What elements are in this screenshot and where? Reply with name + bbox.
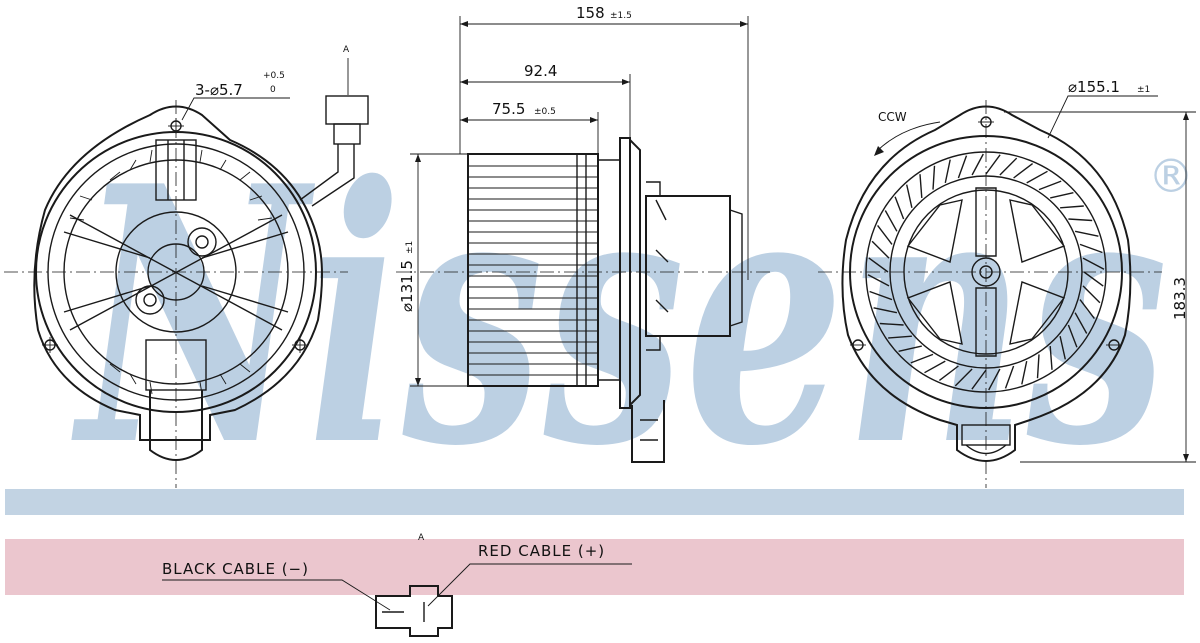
rear-blade xyxy=(1004,365,1015,389)
view-marker-a-top: A xyxy=(343,45,350,55)
rear-blade xyxy=(1074,230,1099,237)
rear-blade xyxy=(1021,360,1028,385)
rear-blade xyxy=(999,157,1018,176)
rear-blade xyxy=(884,210,898,232)
rear-blade xyxy=(924,360,946,374)
rear-blade xyxy=(1050,192,1074,199)
rotation-label: CCW xyxy=(878,110,907,124)
dim-fan-tol: ±0.5 xyxy=(534,107,556,117)
rear-blade xyxy=(1079,299,1095,320)
rear-blade xyxy=(869,290,893,301)
view-marker-a-bottom: A xyxy=(418,533,425,543)
red-cable-label: RED CABLE (+) xyxy=(478,542,605,560)
rear-blade xyxy=(871,240,890,259)
dim-mid: 92.4 xyxy=(524,62,557,80)
rear-blade xyxy=(985,154,1001,175)
rear-blade xyxy=(1036,354,1040,379)
rear-blade xyxy=(873,307,898,314)
rear-blade xyxy=(1082,285,1101,304)
rear-blade xyxy=(877,224,893,245)
rear-blade xyxy=(988,368,1001,391)
rear-blade xyxy=(868,257,889,273)
dim-diameter-rear-tol: ±1 xyxy=(1137,85,1150,95)
pink-band xyxy=(5,539,1184,595)
rear-blade xyxy=(1067,324,1078,348)
rear-blade xyxy=(1038,180,1062,191)
rear-blade xyxy=(906,184,913,208)
side-view: 158 ±1.5 92.4 75.5 ±0.5 ⌀131.5 ±1 xyxy=(396,4,772,463)
hole-tol-lower: 0 xyxy=(270,85,276,95)
dim-fan: 75.5 xyxy=(492,100,525,118)
rear-blade xyxy=(919,174,923,198)
rear-blade xyxy=(898,345,922,352)
hole-tol-upper: +0.5 xyxy=(263,71,285,81)
rear-blade xyxy=(971,153,984,176)
rear-blade xyxy=(894,196,905,220)
rear-blade xyxy=(1059,336,1066,360)
rear-blade xyxy=(879,322,904,326)
rear-blade xyxy=(867,274,890,287)
blue-band xyxy=(5,489,1184,515)
rear-blade xyxy=(1049,346,1053,370)
rear-blade xyxy=(1013,163,1034,179)
rear-blade xyxy=(1060,205,1084,209)
front-view: 3-⌀5.7 +0.5 0 A xyxy=(4,45,369,488)
connector-detail: A BLACK CABLE (−) RED CABLE (+) xyxy=(162,533,632,637)
hole-note: 3-⌀5.7 xyxy=(195,81,243,99)
registered-mark: ® xyxy=(1148,149,1194,203)
dim-diameter-rear: ⌀155.1 xyxy=(1068,78,1120,96)
rear-blade xyxy=(1083,271,1104,287)
rear-blade xyxy=(1082,257,1105,270)
rear-blade xyxy=(932,165,936,190)
black-cable-label: BLACK CABLE (−) xyxy=(162,560,309,578)
rear-blade xyxy=(957,155,968,179)
rear-blade xyxy=(1068,218,1093,222)
rear-blade xyxy=(1074,312,1088,334)
rear-blade xyxy=(938,365,959,381)
dim-height: 183.3 xyxy=(1171,277,1189,320)
dim-overall: 158 xyxy=(576,4,605,22)
rear-blade xyxy=(954,368,973,387)
dim-diameter-side: ⌀131.5 xyxy=(398,260,416,312)
rear-view: CCW ⌀155.1 ±1 183.3 xyxy=(818,78,1196,488)
rear-blade xyxy=(910,353,934,364)
rear-blade xyxy=(971,369,987,390)
dim-diameter-side-tol: ±1 xyxy=(405,241,415,254)
rear-blade xyxy=(1079,243,1103,254)
rear-blade xyxy=(888,335,912,339)
rear-blade xyxy=(1026,170,1048,184)
dim-overall-tol: ±1.5 xyxy=(610,11,632,21)
rear-blade xyxy=(944,159,951,184)
